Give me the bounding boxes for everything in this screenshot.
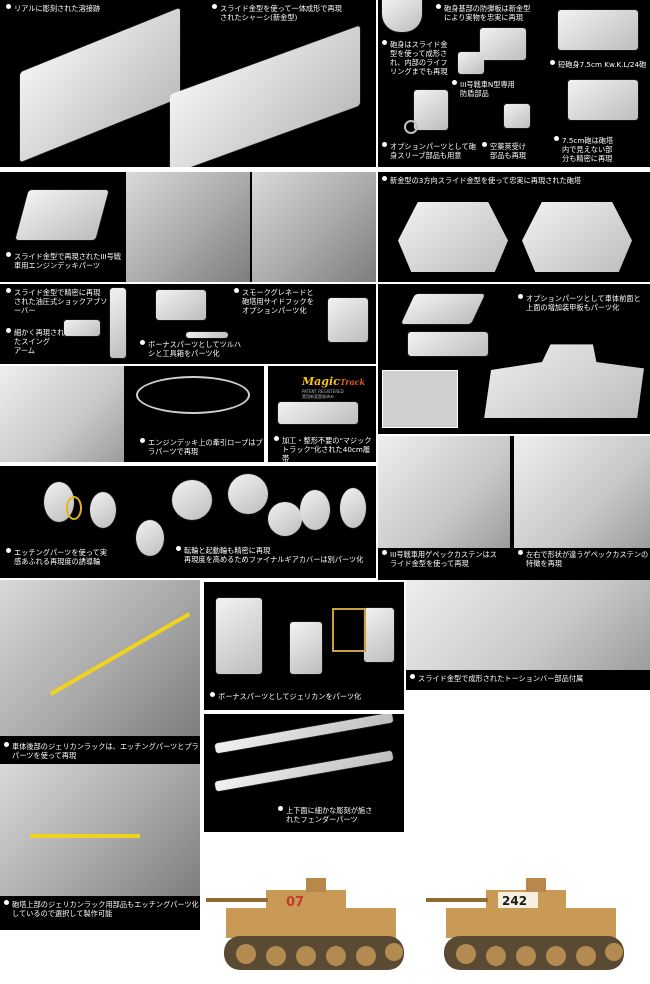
shock-absorber-part bbox=[110, 288, 126, 358]
caption-turret: 新金型の3方向スライド金型を使って忠実に再現された砲塔 bbox=[382, 176, 581, 185]
gepack-photo-right bbox=[514, 436, 650, 548]
panel-rear-rack: 車体後部のジェリカンラックは、エッチングパーツとプラ パーツを使って再現 砲塔上… bbox=[0, 580, 200, 930]
mantlet-part bbox=[480, 28, 526, 60]
tank-number-right: 242 bbox=[502, 894, 527, 908]
panel-gepack: III号戦車用ゲペックカステンはス ライド金型を使って再現 左右で形状が違うゲペ… bbox=[378, 436, 650, 580]
caption-chassis: スライド金型を使って一体成形で再現 されたシャーシ(新金型) bbox=[212, 4, 342, 22]
panel-jerrycan: ボーナスパーツとしてジェリカンをパーツ化 bbox=[204, 582, 404, 710]
caption-gun: 短砲身7.5cm Kw.K.L/24砲 bbox=[550, 60, 646, 69]
hull-bottom-part bbox=[20, 7, 180, 163]
idler-part-2 bbox=[90, 492, 116, 528]
breech-part bbox=[568, 80, 638, 120]
caption-wheels: 転輪と起動輪も精密に再現 再現度を高めるためファイナルギアカバーは別パーツ化 bbox=[176, 546, 363, 564]
caption-idler: エッチングパーツを使って実 感あふれる再現度の誘導輪 bbox=[6, 548, 107, 566]
caption-weld: リアルに彫刻された溶接跡 bbox=[6, 4, 100, 13]
fender-part-1 bbox=[214, 714, 394, 754]
tank-profile-right: 242 bbox=[426, 870, 648, 980]
panel-chassis: リアルに彫刻された溶接跡 スライド金型を使って一体成形で再現 されたシャーシ(新… bbox=[0, 0, 376, 167]
track-links-part bbox=[278, 402, 358, 424]
caption-jerrycan: ボーナスパーツとしてジェリカンをパーツ化 bbox=[210, 692, 361, 701]
front-armor-part bbox=[408, 332, 488, 356]
chassis-tub-part bbox=[170, 25, 360, 167]
etched-ring-1 bbox=[66, 496, 82, 520]
caption-pickaxe: ボーナスパーツとしてツルハ シと工具箱をパーツ化 bbox=[140, 340, 241, 358]
panel-turret: 新金型の3方向スライド金型を使って忠実に再現された砲塔 bbox=[378, 172, 650, 282]
caption-swing-arm: 細かく再現され たスイング アーム bbox=[6, 328, 64, 355]
jerrycan-etch-frame bbox=[332, 608, 366, 652]
jerrycan-part-1 bbox=[216, 598, 262, 674]
panel-rope: エンジンデッキ上の牽引ロープはプ ラパーツで再現 bbox=[0, 366, 264, 462]
sleeve-ring bbox=[404, 120, 418, 134]
jerrycan-part-3 bbox=[364, 608, 394, 662]
magic-track-logo: MagicTrack PATENT REGISTERED 実用新案登録済み bbox=[302, 375, 366, 399]
road-wheel-part-3 bbox=[340, 488, 366, 528]
caption-barrel: 砲身はスライド金 型を使って成形さ れ、内部のライフ リングまでも再現 bbox=[382, 40, 448, 76]
rear-rack-photo bbox=[0, 580, 200, 736]
panel-wheels: エッチングパーツを使って実 感あふれる再現度の誘導輪 転輪と起動輪も精密に再現 … bbox=[0, 466, 376, 578]
road-wheel-part bbox=[268, 502, 302, 536]
engine-deck-photo-1 bbox=[126, 172, 250, 282]
caption-gepack-shape: 左右で形状が違うゲペックカステンの 特徴を再現 bbox=[518, 550, 648, 568]
inset-armor bbox=[382, 370, 458, 428]
jerrycan-part-2 bbox=[290, 622, 322, 674]
panel-armor: オプションパーツとして車体前面と 上面の増加装甲板もパーツ化 bbox=[378, 284, 650, 434]
smoke-grenade-part bbox=[328, 298, 368, 342]
panel-fender: 上下面に細かな彫刻が施さ れたフェンダーパーツ bbox=[204, 714, 404, 832]
turret-rack-etch bbox=[30, 834, 140, 838]
caption-mantlet: 砲身基部の防弾板は新金型 により実物を忠実に再現 bbox=[436, 4, 530, 22]
caption-track: 加工・整形不要の"マジック トラック"化された40cm履帯 bbox=[274, 436, 376, 462]
panel-torsion: スライド金型で成形されたトーションバー部品付属 bbox=[406, 580, 650, 690]
turret-part-left bbox=[398, 202, 508, 272]
armor-plate-part bbox=[401, 294, 485, 324]
fender-part-2 bbox=[214, 750, 394, 792]
panel-suspension: スライド金型で精密に再現 された油圧式ショックアブソ ーバー 細かく再現され た… bbox=[0, 284, 376, 364]
toolbox-part bbox=[156, 290, 206, 320]
rope-deck-photo bbox=[0, 366, 124, 462]
engine-deck-part bbox=[15, 190, 109, 240]
barrel-part bbox=[382, 0, 422, 32]
caption-rear-rack: 車体後部のジェリカンラックは、エッチングパーツとプラ パーツを使って再現 bbox=[4, 742, 199, 760]
sleeve-part bbox=[414, 90, 448, 130]
turret-part-right bbox=[522, 202, 632, 272]
torsion-bar-photo bbox=[406, 580, 650, 670]
case-catcher-part bbox=[504, 104, 530, 128]
caption-armor: オプションパーツとして車体前面と 上面の増加装甲板もパーツ化 bbox=[518, 294, 641, 312]
caption-sleeve: オプションパーツとして砲 身スリーブ部品も用意 bbox=[382, 142, 476, 160]
caption-gun-interior: 7.5cm砲は砲塔 内で見えない部 分も精密に再現 bbox=[554, 136, 613, 163]
caption-smoke: スモークグレネードと 砲塔用サイドフックを オプションパーツ化 bbox=[234, 288, 314, 315]
road-wheel-part-2 bbox=[300, 490, 330, 530]
caption-shock: スライド金型で精密に再現 された油圧式ショックアブソ ーバー bbox=[6, 288, 107, 315]
tow-rope-part bbox=[136, 376, 250, 414]
tank-number-left: 07 bbox=[286, 895, 304, 910]
caption-engine-deck: スライド金型で再現されたIII号戦 車用エンジンデッキパーツ bbox=[6, 252, 121, 270]
panel-engine-deck: スライド金型で再現されたIII号戦 車用エンジンデッキパーツ bbox=[0, 172, 376, 282]
caption-n-mantlet: III号戦車N型専用 防盾部品 bbox=[452, 80, 515, 98]
final-gear-part bbox=[136, 520, 164, 556]
caption-turret-rack: 砲塔上部のジェリカンラック用部品もエッチングパーツ化 しているので選択して製作可… bbox=[4, 900, 199, 918]
tank-model-grey bbox=[484, 344, 644, 418]
gun-part bbox=[558, 10, 638, 50]
panel-track: MagicTrack PATENT REGISTERED 実用新案登録済み 加工… bbox=[268, 366, 376, 462]
caption-rope: エンジンデッキ上の牽引ロープはプ ラパーツで再現 bbox=[140, 438, 263, 456]
panel-gun: 砲身基部の防弾板は新金型 により実物を忠実に再現 砲身はスライド金 型を使って成… bbox=[378, 0, 650, 167]
turret-rack-photo bbox=[0, 764, 200, 896]
sprocket-part-2 bbox=[228, 474, 268, 514]
caption-case-catcher: 空薬莢受け 部品も再現 bbox=[482, 142, 526, 160]
caption-gepack: III号戦車用ゲペックカステンはス ライド金型を使って再現 bbox=[382, 550, 497, 568]
caption-torsion: スライド金型で成形されたトーションバー部品付属 bbox=[410, 674, 583, 683]
swing-arm-part bbox=[64, 320, 100, 336]
tank-profile-left: 07 bbox=[206, 870, 426, 980]
engine-deck-photo-2 bbox=[252, 172, 376, 282]
caption-fender: 上下面に細かな彫刻が施さ れたフェンダーパーツ bbox=[278, 806, 372, 824]
gepack-photo-left bbox=[378, 436, 510, 548]
n-mantlet-part bbox=[458, 52, 484, 74]
pickaxe-part bbox=[186, 332, 228, 338]
sprocket-part-1 bbox=[172, 480, 212, 520]
